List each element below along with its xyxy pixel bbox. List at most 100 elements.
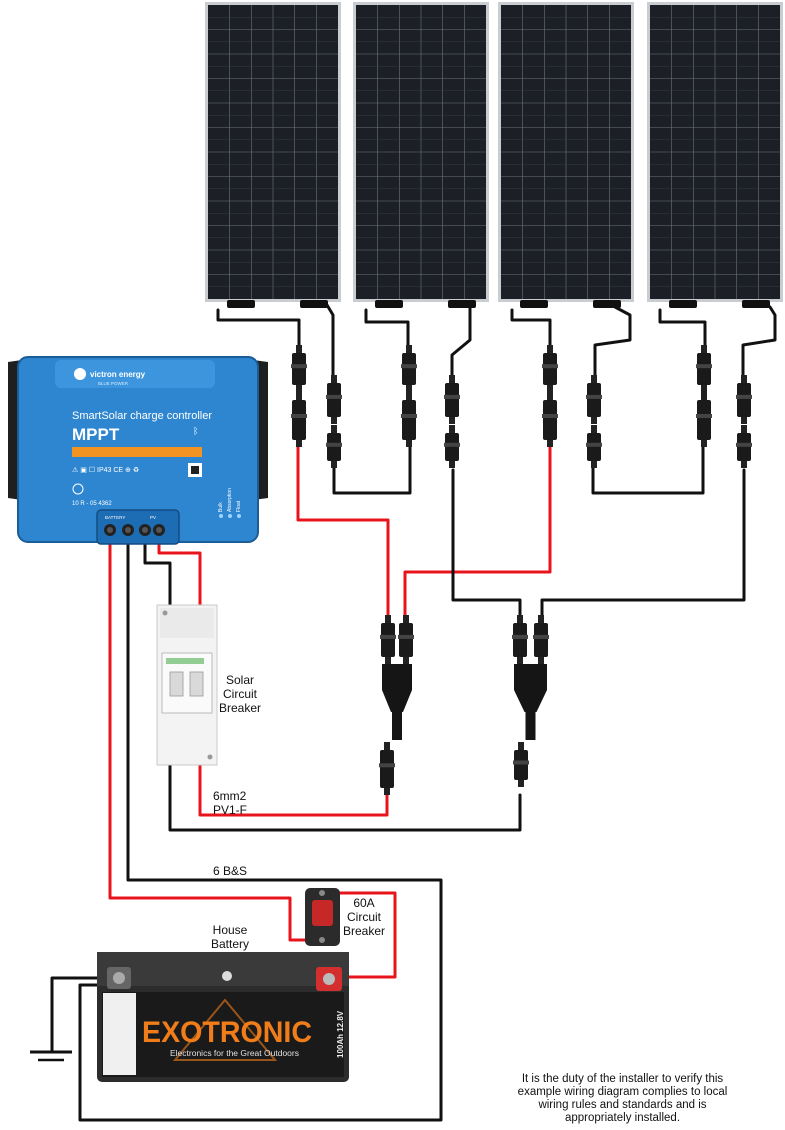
battery-lid — [97, 952, 349, 986]
battery-tagline: Electronics for the Great Outdoors — [170, 1048, 299, 1058]
controller-serial: 10 R - 05 4362 — [72, 501, 112, 507]
series-link-1-2 — [332, 445, 412, 495]
panel-cell-grid — [501, 5, 631, 299]
mc4-gland — [591, 375, 597, 383]
mc4-gland — [331, 375, 337, 383]
solar-panel — [498, 2, 634, 308]
y-branch-negative — [514, 664, 547, 740]
mc4-tail — [385, 657, 391, 664]
mc4-gland — [296, 392, 302, 400]
mc4-body — [445, 383, 459, 417]
mc4-branch-left — [512, 615, 528, 664]
y-branch-body — [514, 664, 547, 712]
mc4-ring — [401, 364, 417, 369]
mc4-gland — [385, 615, 391, 623]
mc4-p2-c — [444, 375, 460, 424]
mc4-gland — [741, 425, 747, 433]
mc4-body — [513, 623, 527, 657]
battery-cable-label: 6 B&S — [213, 864, 248, 878]
mc4-tail — [406, 385, 412, 392]
solar-panel — [353, 2, 489, 308]
mc4-body — [587, 433, 601, 461]
mc4-body — [445, 433, 459, 461]
y-branch-body — [382, 664, 412, 712]
panel1-lead-positive — [325, 303, 335, 380]
controller-product-type: MPPT — [72, 425, 120, 444]
mc4-p2-a — [401, 345, 417, 392]
panel3-lead-positive — [593, 305, 632, 380]
mc4-tail — [591, 417, 597, 424]
status-label: Bulk — [218, 502, 224, 512]
mc4-p4-d — [736, 425, 752, 468]
panel2-lead-negative — [364, 308, 410, 350]
mc4-body — [737, 433, 751, 461]
mc4-body — [292, 400, 306, 440]
mc4-tail — [296, 385, 302, 392]
mc4-branch-right — [533, 615, 549, 664]
mc4-tail — [449, 461, 455, 468]
mc4-body — [514, 750, 528, 780]
victron-logo-icon — [74, 368, 86, 380]
mc4-neg-out — [513, 742, 529, 787]
panel-cell-grid — [356, 5, 486, 299]
mc4-gland — [701, 345, 707, 353]
status-label: Absorption — [227, 488, 233, 512]
battery-vent — [222, 971, 232, 981]
controller-product-line: SmartSolar charge controller — [72, 410, 212, 422]
mc4-tail — [701, 440, 707, 447]
panel-busbars — [208, 17, 338, 287]
mc4-tail — [331, 461, 337, 468]
mc4-ring — [401, 414, 417, 418]
mc4-ring — [542, 414, 558, 418]
controller-brand-tagline: BLUE POWER — [98, 381, 129, 386]
mc4-p3-a — [542, 345, 558, 392]
ex-mark-icon — [72, 483, 84, 495]
status-label: Float — [236, 500, 242, 512]
mc4-ring — [291, 414, 307, 418]
panel4-lead-negative — [658, 308, 707, 350]
panel-cell-grid — [208, 5, 338, 299]
battery-circuit-breaker — [305, 888, 340, 946]
battery-negative-cable — [78, 541, 443, 1122]
controller-brand: victron energy — [90, 370, 146, 379]
mc4-tail — [406, 440, 412, 447]
mc4-gland — [591, 425, 597, 433]
mc4-ring — [513, 760, 529, 765]
ground-symbol — [30, 1050, 72, 1062]
string2-negative-wire — [540, 468, 746, 619]
mc4-p2-b — [401, 392, 417, 447]
mc4-branch-left — [380, 615, 396, 664]
panel1-lead-negative — [216, 308, 301, 350]
mc4-tail — [517, 657, 523, 664]
mc4-body — [697, 400, 711, 440]
mc4-gland — [296, 345, 302, 353]
mc4-gland — [518, 742, 524, 750]
breaker-toggle-left — [169, 671, 184, 697]
mc4-body — [697, 353, 711, 385]
mc4-gland — [403, 615, 409, 623]
disclaimer-text: It is the duty of the installer to verif… — [517, 1073, 728, 1124]
mc4-tail — [538, 657, 544, 664]
terminal-screw-center — [107, 527, 113, 533]
status-led — [228, 514, 232, 518]
mc4-gland — [449, 425, 455, 433]
pv-negative-to-controller — [143, 541, 172, 607]
panel-busbars — [501, 17, 631, 287]
battery-breaker-label: 60A Circuit Breaker — [342, 896, 386, 938]
mc4-branch-right — [398, 615, 414, 664]
mc4-tail — [296, 440, 302, 447]
mc4-body — [399, 623, 413, 657]
solar-panels — [205, 2, 783, 308]
mc4-tail — [547, 385, 553, 392]
mc4-body — [587, 383, 601, 417]
mc4-gland — [517, 615, 523, 623]
junction-box-left — [669, 300, 697, 308]
breaker-screw-bottom — [207, 754, 213, 760]
breaker-status-strip — [166, 658, 204, 664]
qr-code-inner — [191, 466, 199, 474]
mc4-tail — [701, 385, 707, 392]
mc4-body — [327, 433, 341, 461]
solar-breaker-label: Solar Circuit Breaker — [218, 673, 262, 715]
mc4-ring — [586, 394, 602, 399]
